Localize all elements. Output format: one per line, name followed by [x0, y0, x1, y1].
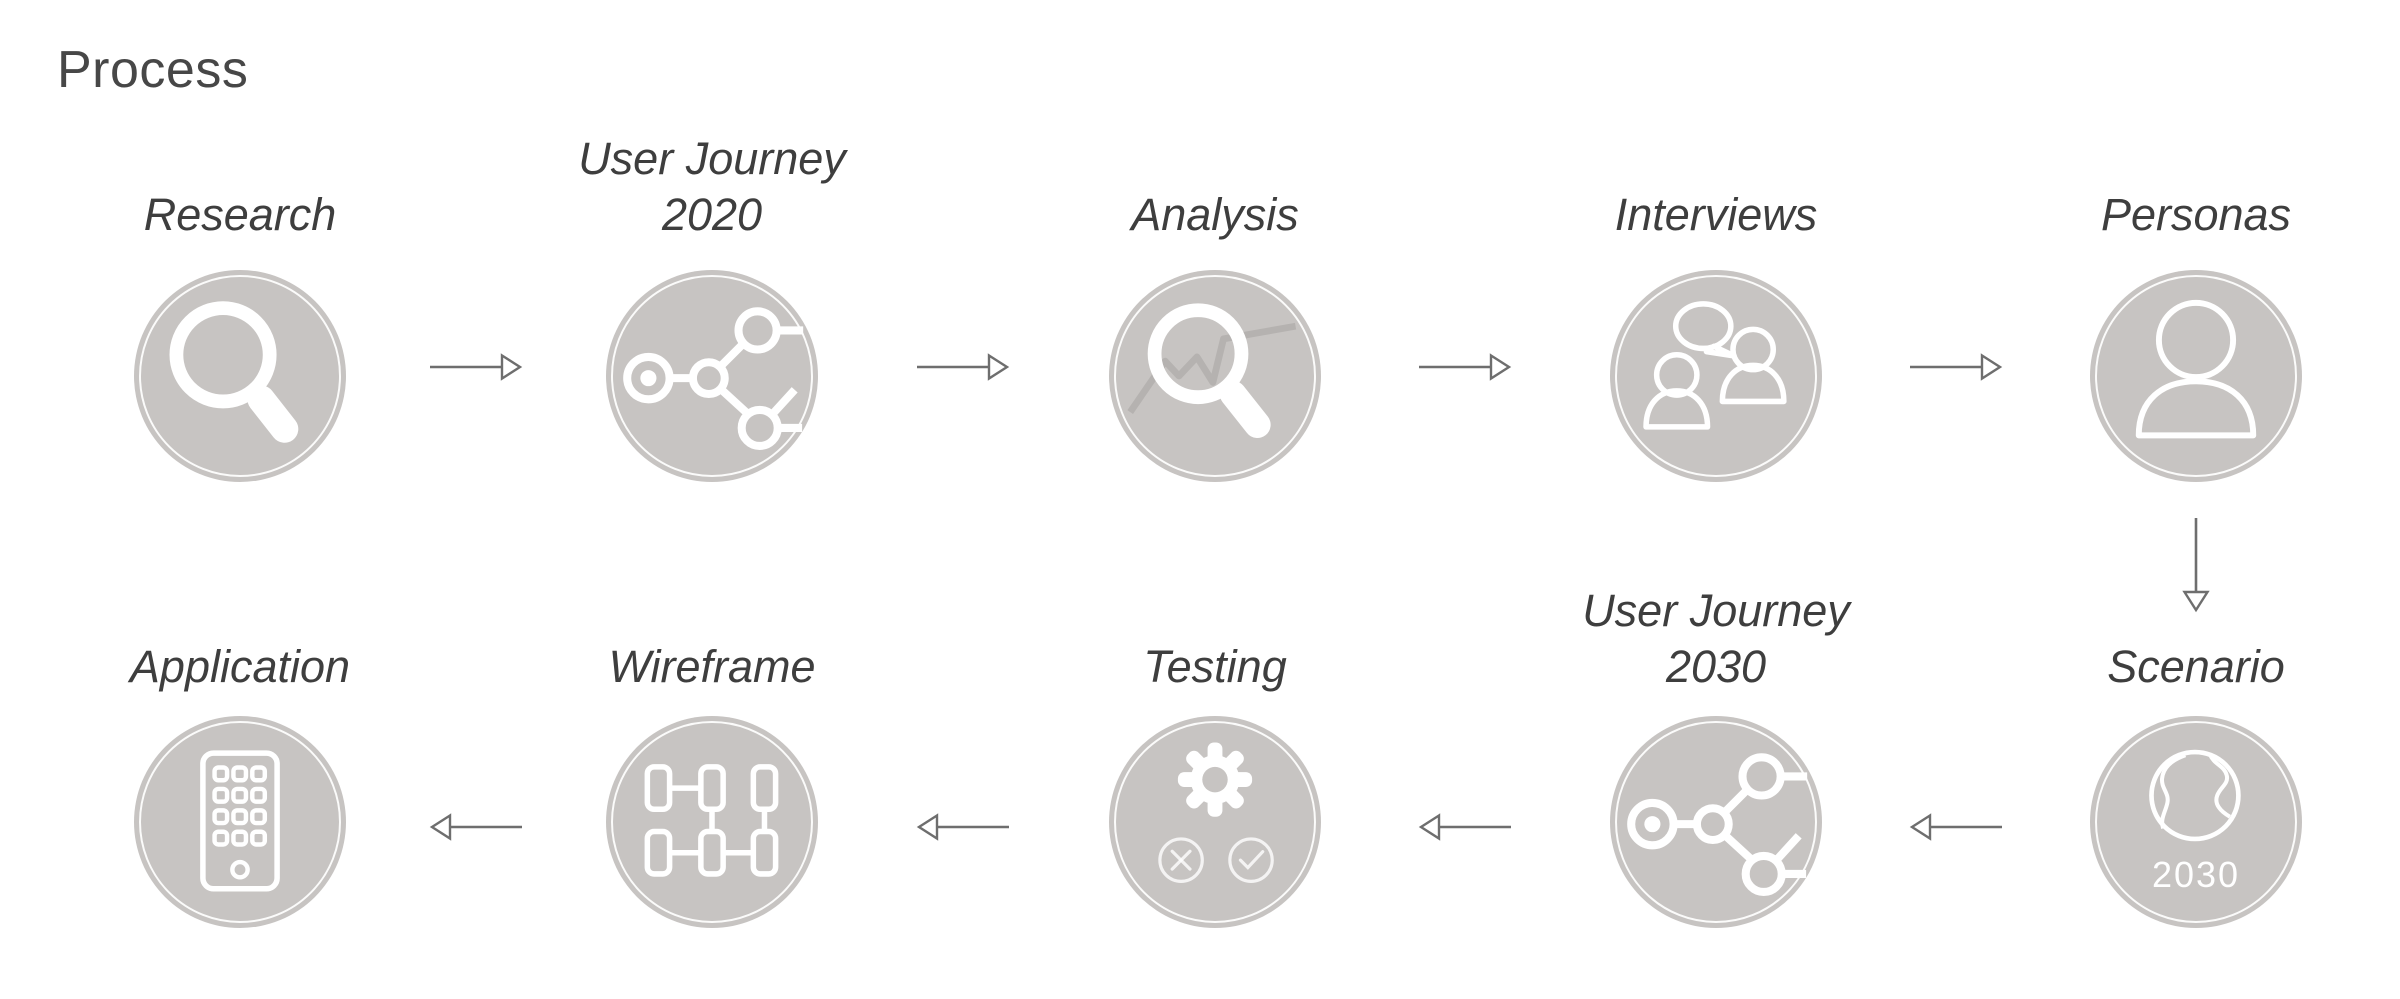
- globe-icon: [2149, 749, 2241, 842]
- arrow-interviews-to-personas: [1910, 353, 2003, 381]
- scenario-label: Scenario: [2107, 641, 2285, 692]
- arrow-wireframe-to-application: [429, 813, 522, 841]
- people-speech-bubble-icon: [1643, 301, 1787, 430]
- wireframe-label: Wireframe: [608, 641, 816, 692]
- personas-label: Personas: [2100, 189, 2292, 240]
- check-circle-icon: [1228, 837, 1274, 883]
- chart-magnifier-icon: [1127, 303, 1297, 439]
- user-journey-2030-label: User Journey 2030: [1582, 585, 1850, 692]
- magnifier-icon: [169, 301, 299, 443]
- testing-label: Testing: [1143, 641, 1287, 692]
- page-title: Process: [57, 41, 249, 99]
- gear-icon: [1177, 742, 1253, 817]
- arrow-user-journey-2030-to-testing: [1418, 813, 1511, 841]
- arrow-testing-to-wireframe: [916, 813, 1009, 841]
- application-node: [134, 716, 346, 928]
- research-label: Research: [143, 189, 337, 240]
- user-journey-2020-node: [606, 270, 818, 482]
- interviews-label: Interviews: [1614, 189, 1818, 240]
- person-icon: [2135, 299, 2257, 439]
- research-node: [134, 270, 346, 482]
- personas-node: [2090, 270, 2302, 482]
- wireframe-boxes-icon: [644, 764, 779, 877]
- journey-map-icon: [623, 307, 804, 450]
- scenario-node: 2030: [2090, 716, 2302, 928]
- scenario-year-text: 2030: [2151, 854, 2241, 895]
- analysis-node: [1109, 270, 1321, 482]
- arrow-scenario-to-user-journey-2030: [1909, 813, 2002, 841]
- gear-check-cross-icon: [1158, 742, 1274, 883]
- cross-circle-icon: [1158, 837, 1204, 883]
- user-journey-2020-label: User Journey 2020: [578, 133, 846, 240]
- phone-keypad-icon: [200, 750, 280, 892]
- arrow-research-to-user-journey-2020: [430, 353, 523, 381]
- application-label: Application: [129, 641, 351, 692]
- wireframe-node: [606, 716, 818, 928]
- user-journey-2030-node: [1610, 716, 1822, 928]
- analysis-label: Analysis: [1131, 189, 1299, 240]
- journey-map-icon: [1627, 753, 1808, 896]
- testing-node: [1109, 716, 1321, 928]
- arrow-analysis-to-interviews: [1419, 353, 1512, 381]
- arrow-user-journey-2020-to-analysis: [917, 353, 1010, 381]
- interviews-node: [1610, 270, 1822, 482]
- arrow-personas-to-scenario: [2182, 518, 2210, 613]
